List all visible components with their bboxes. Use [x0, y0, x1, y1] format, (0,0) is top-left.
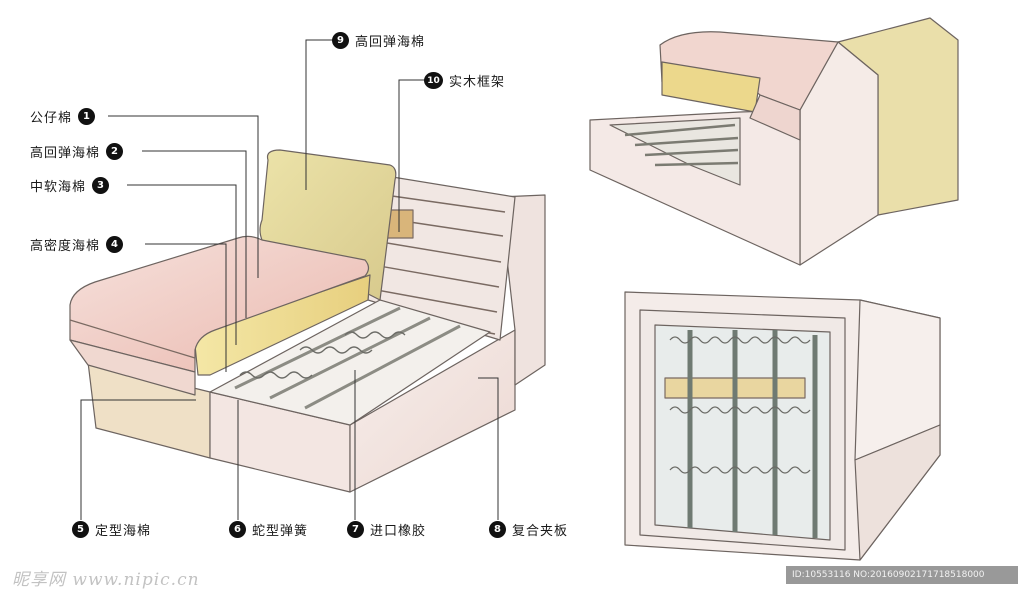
- callout-8-number: 8: [489, 521, 506, 538]
- callout-10-number: 10: [424, 72, 443, 89]
- callout-4: 高密度海棉 4: [30, 235, 124, 254]
- leader-line-10: [398, 79, 425, 232]
- leader-line-2: [142, 150, 247, 318]
- callout-5-text: 定型海棉: [95, 524, 152, 539]
- callout-6-text: 蛇型弹簧: [252, 524, 309, 539]
- callout-10-text: 实木框架: [449, 75, 506, 90]
- leader-line-5: [80, 399, 196, 520]
- callout-1: 公仔棉 1: [30, 107, 96, 126]
- callout-8: 8 复合夹板: [489, 520, 568, 539]
- image-id-bar: ID:10553116 NO:20160902171718518000: [786, 566, 1018, 584]
- leader-line-1: [108, 115, 259, 278]
- leader-lines: [80, 39, 499, 520]
- leader-line-4: [145, 243, 227, 372]
- callout-3-text: 中软海棉: [30, 180, 87, 195]
- callout-9: 9 高回弹海棉: [332, 31, 425, 50]
- callout-4-number: 4: [106, 236, 124, 253]
- callout-8-text: 复合夹板: [512, 524, 569, 539]
- callout-9-number: 9: [332, 32, 349, 49]
- callout-6: 6 蛇型弹簧: [229, 520, 308, 539]
- leader-line-8: [478, 377, 499, 520]
- callout-1-text: 公仔棉: [30, 111, 73, 126]
- callout-3: 中软海棉 3: [30, 176, 110, 195]
- callout-3-number: 3: [92, 177, 110, 194]
- callout-6-number: 6: [229, 521, 246, 538]
- callout-2-number: 2: [106, 143, 124, 160]
- top-right-sofa-view: [589, 17, 959, 266]
- main-sofa-illustration: [69, 149, 546, 493]
- callout-5-number: 5: [72, 521, 89, 538]
- leader-line-3: [127, 184, 237, 345]
- callout-9-text: 高回弹海棉: [355, 35, 426, 50]
- callout-1-number: 1: [78, 108, 96, 125]
- callout-5: 5 定型海棉: [72, 520, 151, 539]
- callout-7-number: 7: [347, 521, 364, 538]
- callout-2: 高回弹海棉 2: [30, 142, 124, 161]
- bottom-right-frame-view: [624, 291, 941, 561]
- callout-2-text: 高回弹海棉: [30, 146, 101, 161]
- callout-4-text: 高密度海棉: [30, 239, 101, 254]
- leader-line-9: [305, 39, 333, 190]
- callout-7-text: 进口橡胶: [370, 524, 427, 539]
- callout-7: 7 进口橡胶: [347, 520, 426, 539]
- callout-10: 10 实木框架: [424, 71, 505, 90]
- site-watermark: 昵享网 www.nipic.cn: [12, 570, 200, 590]
